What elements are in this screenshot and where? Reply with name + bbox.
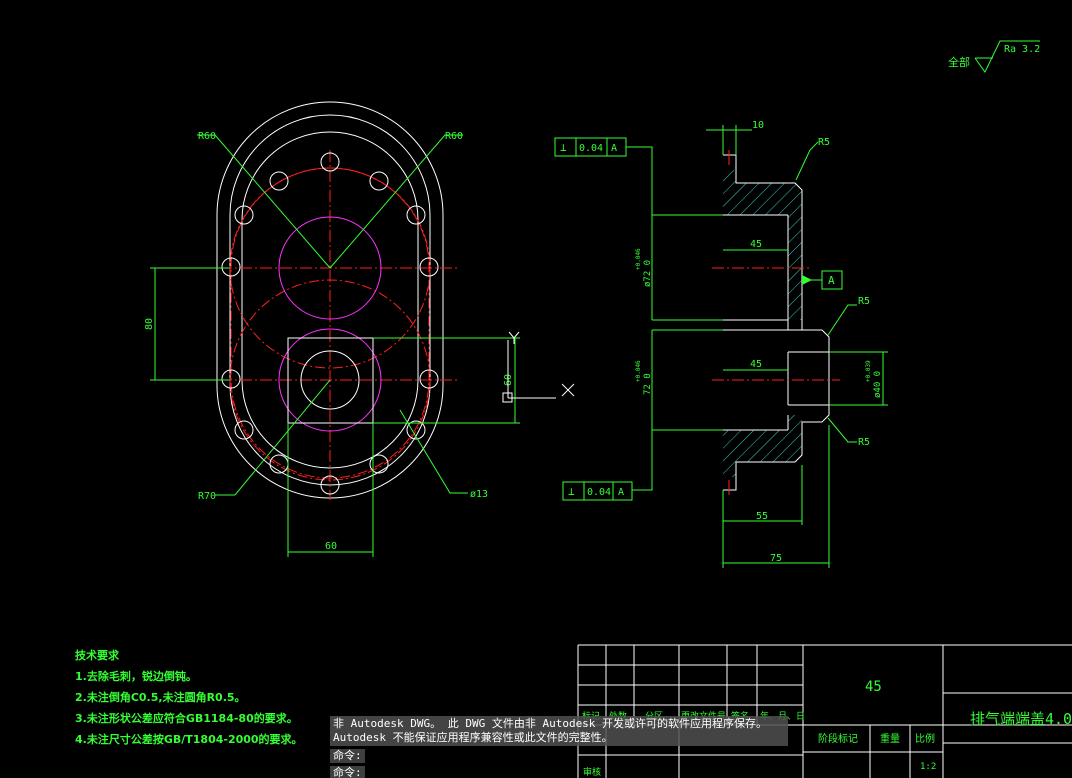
label-phi72-lower-tol: +0.046: [635, 360, 642, 382]
datum-a-label: A: [828, 274, 835, 287]
label-phi72-lower: 72 0: [643, 373, 653, 395]
svg-text:比例: 比例: [915, 732, 935, 745]
label-r60-right: R60: [445, 131, 463, 142]
label-r5-mid: R5: [858, 296, 870, 307]
svg-text:0.04: 0.04: [587, 487, 611, 498]
label-dim-45-bottom: 45: [750, 359, 762, 370]
label-r70: R70: [198, 491, 216, 502]
label-dim-45-top: 45: [750, 239, 762, 250]
tech-req-item: 4.未注尺寸公差按GB/T1804-2000的要求。: [75, 733, 303, 746]
label-hole-diameter: ø13: [470, 489, 488, 500]
label-phi40-tol: +0.039: [865, 360, 872, 382]
label-r60-left: R60: [198, 131, 216, 142]
label-r5-bottom: R5: [858, 437, 870, 448]
label-dim-55: 55: [756, 511, 768, 522]
svg-text:0.04: 0.04: [579, 143, 603, 154]
tech-req-title: 技术要求: [75, 649, 119, 662]
technical-requirements: 技术要求 1.去除毛刺，锐边倒钝。 2.未注倒角C0.5,未注圆角R0.5。 3…: [75, 645, 303, 750]
front-view: R60 R60 R70 ø13 60 80 60: [144, 101, 575, 557]
label-phi72-upper-tol: +0.046: [635, 248, 642, 270]
material-value: 45: [865, 679, 882, 695]
svg-text:A: A: [618, 487, 624, 498]
label-dim-10: 10: [752, 120, 764, 131]
label-phi72-upper: ø72 0: [643, 260, 653, 287]
svg-text:审核: 审核: [583, 766, 601, 778]
svg-text:1:2: 1:2: [920, 762, 936, 772]
label-dim-75: 75: [770, 553, 782, 564]
label-r5-top: R5: [818, 137, 830, 148]
svg-text:A: A: [611, 143, 617, 154]
roughness-value: Ra 3.2: [1004, 44, 1040, 55]
svg-text:重量: 重量: [880, 732, 900, 745]
command-history-message: 非 Autodesk DWG。 此 DWG 文件由非 Autodesk 开发或许…: [330, 716, 788, 746]
ucs-icon: [502, 331, 575, 403]
roughness-symbol: 全部 Ra 3.2: [948, 40, 1040, 73]
label-dim-60-horizontal: 60: [325, 541, 337, 552]
roughness-prefix: 全部: [948, 55, 970, 69]
label-dim-80: 80: [144, 318, 155, 330]
svg-text:阶段标记: 阶段标记: [818, 732, 858, 745]
tech-req-item: 2.未注倒角C0.5,未注圆角R0.5。: [75, 691, 246, 704]
command-prompt[interactable]: 命令:: [330, 749, 365, 763]
tolerance-frame-bottom: ⊥ 0.04 A: [562, 481, 633, 501]
tech-req-item: 3.未注形状公差应符合GB1184-80的要求。: [75, 712, 298, 725]
svg-text:⊥: ⊥: [560, 141, 567, 154]
title-block: [577, 644, 1072, 778]
command-window[interactable]: 非 Autodesk DWG。 此 DWG 文件由非 Autodesk 开发或许…: [330, 716, 788, 778]
tolerance-frame-top: ⊥ 0.04 A: [554, 137, 627, 157]
part-name: 排气端端盖4.0: [970, 710, 1072, 728]
tech-req-item: 1.去除毛刺，锐边倒钝。: [75, 670, 197, 683]
section-view: A ⊥ 0.04 A ⊥ 0.04 A 10 R5 R5 R5 45 45 55…: [554, 120, 888, 568]
command-prompt[interactable]: 命令:: [330, 766, 365, 778]
label-phi40: ø40 0: [873, 371, 883, 398]
svg-text:⊥: ⊥: [568, 485, 575, 498]
